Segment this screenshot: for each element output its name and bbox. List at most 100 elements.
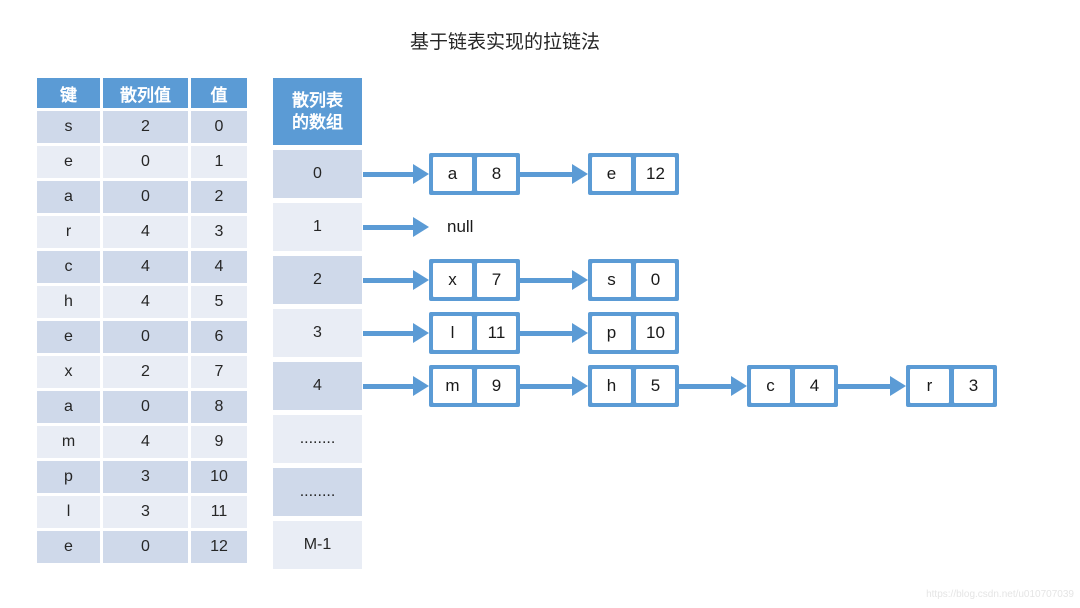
key-table-cell: x (37, 356, 100, 388)
node-key: p (592, 316, 631, 350)
node-value: 12 (636, 157, 675, 191)
arrow-shaft (838, 383, 890, 389)
key-table-cell: 11 (191, 496, 247, 528)
key-table-cell: 2 (103, 356, 188, 388)
next-pointer-arrow-icon (363, 376, 429, 396)
hash-array-cell: 3 (273, 309, 362, 357)
node-key: c (751, 369, 790, 403)
key-table-cell: 0 (103, 321, 188, 353)
arrow-head (731, 376, 747, 396)
key-table-cell: 4 (103, 286, 188, 318)
node-key: m (433, 369, 472, 403)
arrow-head (413, 164, 429, 184)
key-table-cell: 10 (191, 461, 247, 493)
key-table-cell: 2 (191, 181, 247, 213)
key-table-header: 值 (191, 78, 247, 108)
next-pointer-arrow-icon (363, 217, 429, 237)
key-table-cell: a (37, 391, 100, 423)
node-key: h (592, 369, 631, 403)
next-pointer-arrow-icon (520, 164, 588, 184)
diagram-title: 基于链表实现的拉链法 (409, 32, 600, 53)
watermark-url: https://blog.csdn.net/u010707039 (926, 589, 1074, 600)
key-table-cell: 12 (191, 531, 247, 563)
key-table-cell: h (37, 286, 100, 318)
key-table-cell: 4 (191, 251, 247, 283)
node-value: 7 (477, 263, 516, 297)
next-pointer-arrow-icon (363, 164, 429, 184)
bucket-chain-1: null (363, 206, 473, 248)
hash-array-cell: M-1 (273, 521, 362, 569)
arrow-head (413, 270, 429, 290)
next-pointer-arrow-icon (520, 323, 588, 343)
key-table-cell: 0 (191, 111, 247, 143)
node-value: 4 (795, 369, 834, 403)
key-table-cell: 7 (191, 356, 247, 388)
arrow-shaft (520, 383, 572, 389)
node-value: 9 (477, 369, 516, 403)
node-key: l (433, 316, 472, 350)
node-key: a (433, 157, 472, 191)
arrow-shaft (679, 383, 731, 389)
hash-array-cell: 2 (273, 256, 362, 304)
key-table-header: 键 (37, 78, 100, 108)
key-table-cell: 6 (191, 321, 247, 353)
node-key: s (592, 263, 631, 297)
key-table-cell: 9 (191, 426, 247, 458)
arrow-shaft (363, 171, 413, 177)
arrow-shaft (520, 277, 572, 283)
key-table-cell: 3 (103, 461, 188, 493)
null-label: null (447, 217, 474, 236)
key-table-cell: 0 (103, 146, 188, 178)
hash-array-cell: ........ (273, 468, 362, 516)
key-table-cell: 0 (103, 531, 188, 563)
key-table-cell: 4 (103, 251, 188, 283)
hash-array-cell: 1 (273, 203, 362, 251)
arrow-shaft (520, 330, 572, 336)
hash-array-header: 散列表 的数组 (273, 78, 362, 145)
arrow-head (890, 376, 906, 396)
next-pointer-arrow-icon (838, 376, 906, 396)
node-value: 3 (954, 369, 993, 403)
arrow-head (413, 217, 429, 237)
key-table-cell: e (37, 146, 100, 178)
key-table-cell: r (37, 216, 100, 248)
arrow-shaft (363, 224, 413, 230)
node-value: 5 (636, 369, 675, 403)
next-pointer-arrow-icon (520, 270, 588, 290)
next-pointer-arrow-icon (363, 323, 429, 343)
key-table-cell: 0 (103, 181, 188, 213)
arrow-head (572, 323, 588, 343)
hash-array-cell: 0 (273, 150, 362, 198)
next-pointer-arrow-icon (520, 376, 588, 396)
key-table-cell: m (37, 426, 100, 458)
hash-array-header-line1: 散列表 (292, 91, 343, 111)
arrow-shaft (363, 383, 413, 389)
arrow-head (572, 164, 588, 184)
node-value: 11 (477, 316, 516, 350)
node-key: e (592, 157, 631, 191)
key-table-cell: 5 (191, 286, 247, 318)
key-table-cell: a (37, 181, 100, 213)
key-table-cell: 1 (191, 146, 247, 178)
